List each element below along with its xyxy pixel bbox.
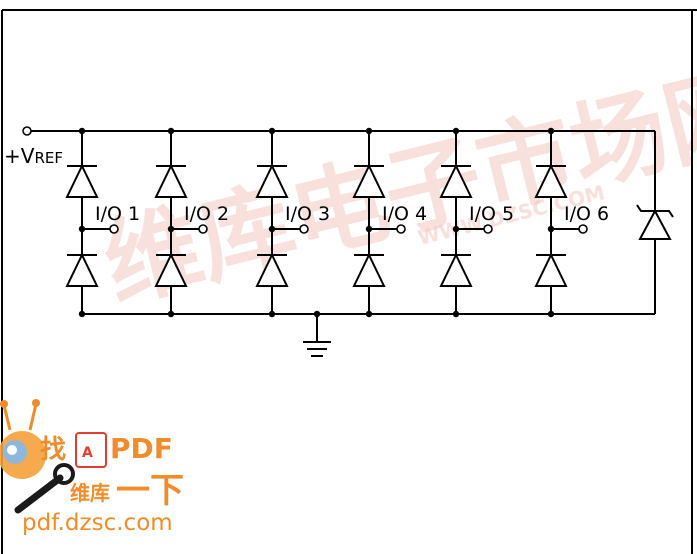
channel-5-io-terminal bbox=[483, 224, 493, 234]
zener-diode bbox=[636, 204, 674, 240]
channel-6-upper-diode bbox=[534, 163, 568, 198]
pdf-file-icon-glyph: A bbox=[82, 445, 93, 461]
channel-3-top-dot bbox=[268, 127, 276, 135]
channel-4-io-terminal bbox=[396, 224, 406, 234]
vref-v-letter: V bbox=[21, 144, 35, 168]
zener-diode-triangle bbox=[638, 208, 672, 240]
logo-find-char: 找 bbox=[40, 435, 66, 465]
logo-url-text: pdf.dzsc.com bbox=[22, 510, 173, 536]
logo-watermark: 找 A PDF 维库 一下 pdf.dzsc.com bbox=[0, 399, 184, 536]
vref-plus-sign: + bbox=[4, 144, 21, 168]
channel-5-bottom-dot bbox=[452, 310, 460, 318]
channel-6-bottom-dot bbox=[547, 310, 555, 318]
channel-2-upper-diode bbox=[154, 163, 188, 198]
channel-1-bottom-dot bbox=[78, 310, 86, 318]
logo-pdf-text: PDF bbox=[110, 432, 173, 465]
zener-diode-cathode-bar bbox=[636, 204, 674, 218]
io-channels: I/O 1 I/O 2 I/O 3 I/O 4 I/O 5 I/O 6 bbox=[65, 127, 609, 318]
channel-2-lower-diode bbox=[154, 252, 188, 287]
channel-6-lower-diode bbox=[534, 252, 568, 287]
channel-5-io-label: I/O 5 bbox=[469, 203, 514, 225]
channel-4-bottom-dot bbox=[365, 310, 373, 318]
channel-5-upper-diode bbox=[439, 163, 473, 198]
channel-3-bottom-dot bbox=[268, 310, 276, 318]
logo-weiku-text: 维库 bbox=[70, 481, 110, 505]
pdf-file-icon bbox=[75, 432, 107, 468]
vref-terminal bbox=[22, 126, 32, 136]
vref-label: +VREF bbox=[4, 144, 63, 168]
channel-2-top-dot bbox=[167, 127, 175, 135]
channel-5-top-dot bbox=[452, 127, 460, 135]
channel-2-io-label: I/O 2 bbox=[184, 203, 229, 225]
channel-4-io-label: I/O 4 bbox=[382, 203, 427, 225]
channel-3-lower-diode bbox=[255, 252, 289, 287]
channel-1-lower-diode bbox=[65, 252, 99, 287]
channel-4-top-dot bbox=[365, 127, 373, 135]
logo-yixia-text: 一下 bbox=[116, 471, 184, 511]
channel-3-io-label: I/O 3 bbox=[285, 203, 330, 225]
ground-symbol bbox=[303, 310, 331, 357]
vref-subscript: REF bbox=[34, 149, 63, 167]
channel-5-lower-diode bbox=[439, 252, 473, 287]
channel-1-top-dot bbox=[78, 127, 86, 135]
channel-1-upper-diode bbox=[65, 163, 99, 198]
channel-6-top-dot bbox=[547, 127, 555, 135]
channel-4-upper-diode bbox=[352, 163, 386, 198]
channel-2-io-terminal bbox=[198, 224, 208, 234]
channel-3-io-terminal bbox=[299, 224, 309, 234]
mascot-icon bbox=[0, 399, 75, 514]
channel-4-lower-diode bbox=[352, 252, 386, 287]
channel-1-io-terminal bbox=[109, 224, 119, 234]
channel-2-bottom-dot bbox=[167, 310, 175, 318]
channel-3-upper-diode bbox=[255, 163, 289, 198]
channel-6-io-terminal bbox=[578, 224, 588, 234]
channel-6-io-label: I/O 6 bbox=[564, 203, 609, 225]
channel-1-io-label: I/O 1 bbox=[95, 203, 140, 225]
